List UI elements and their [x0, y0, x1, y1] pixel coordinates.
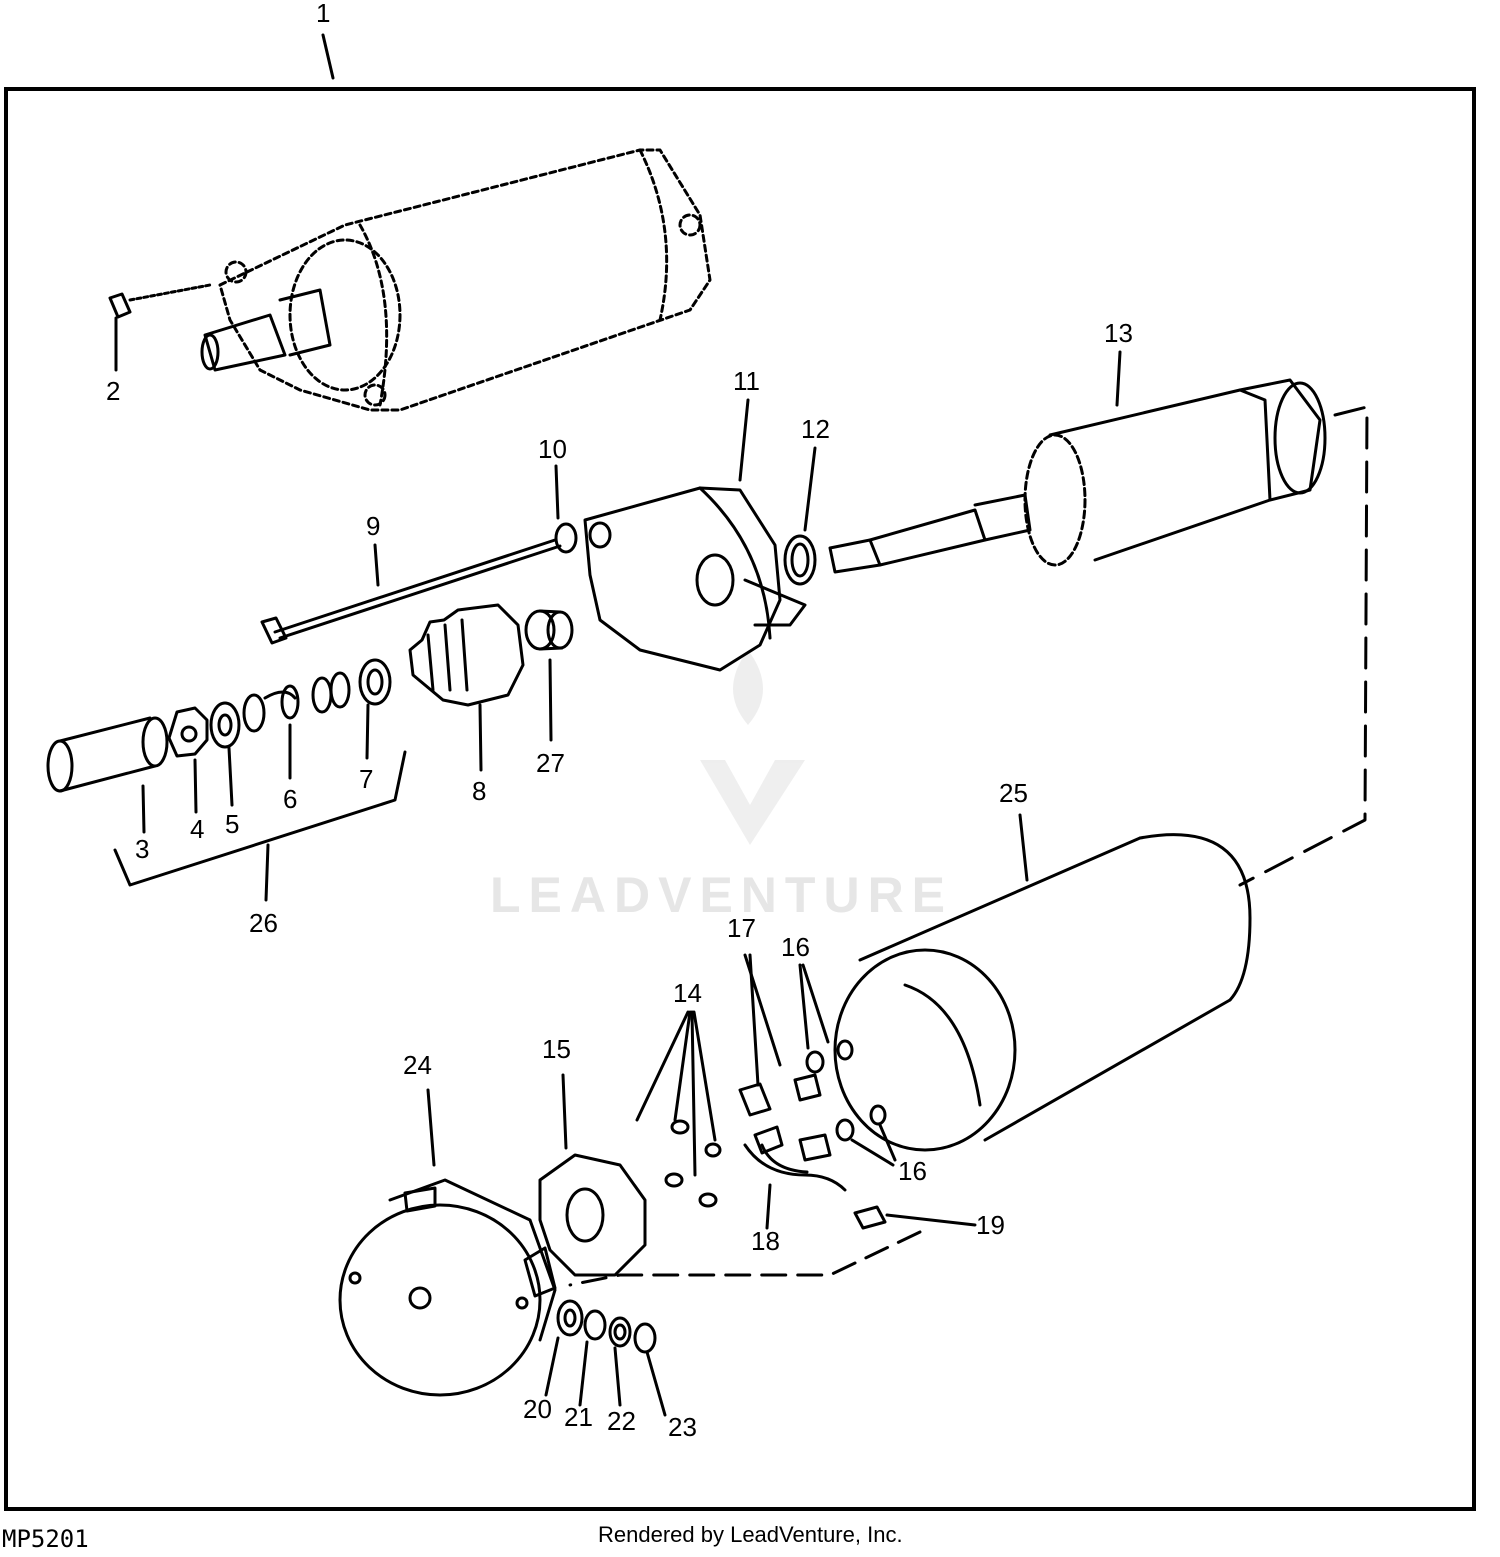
armature: [828, 350, 1327, 574]
assembled-starter: [218, 148, 712, 412]
callout-16-top: 16: [781, 932, 810, 962]
callout-9: 9: [366, 511, 380, 541]
callout-11: 11: [733, 366, 760, 396]
callout-25: 25: [999, 778, 1028, 808]
callout-24: 24: [403, 1050, 432, 1080]
callout-2: 2: [106, 376, 120, 406]
callout-18: 18: [751, 1226, 780, 1256]
callout-1: 1: [316, 0, 330, 28]
callout-7: 7: [359, 764, 373, 794]
callout-8: 8: [472, 776, 486, 806]
callout-12: 12: [801, 414, 830, 444]
callout-4: 4: [190, 814, 204, 844]
callout-16-bottom: 16: [898, 1156, 927, 1186]
watermark-text: LEADVENTURE: [490, 867, 953, 923]
bushing-27: [524, 609, 574, 742]
dashed-connector-right: [1238, 405, 1369, 887]
hardware-stack-20-23: [544, 1299, 667, 1417]
callout-5: 5: [225, 809, 239, 839]
nut-4: [167, 706, 209, 814]
callout-15: 15: [542, 1034, 571, 1064]
terminal-block-19: [853, 1205, 977, 1230]
callout-13: 13: [1104, 318, 1133, 348]
retaining-rings-6: [242, 671, 351, 780]
bracket-26: [113, 750, 407, 902]
o-ring-12: [783, 446, 817, 586]
washer-5: [209, 701, 241, 807]
drive-end-housing: [583, 398, 807, 672]
pinion-gear: [408, 603, 525, 772]
brush-assembly-18: [738, 953, 847, 1230]
collar-7: [358, 658, 392, 760]
cap-3: [46, 716, 169, 834]
callout-23: 23: [668, 1412, 697, 1442]
render-credit: Rendered by LeadVenture, Inc.: [598, 1522, 903, 1547]
field-frame-25: [833, 813, 1252, 1152]
callout-21: 21: [564, 1402, 593, 1432]
assembled-starter-shaft: [200, 288, 332, 372]
diagram-frame: [4, 87, 1476, 1511]
washer-10: [554, 464, 578, 554]
callout-20: 20: [523, 1394, 552, 1424]
callout-6: 6: [283, 784, 297, 814]
through-bolt: [260, 538, 562, 645]
watermark-logo-icon: [700, 650, 805, 845]
insulators-16: [798, 963, 897, 1167]
callout-22: 22: [607, 1406, 636, 1436]
brush-holder-15: [538, 1073, 647, 1277]
callout-3: 3: [135, 834, 149, 864]
callout-10: 10: [538, 434, 567, 464]
callout-27: 27: [536, 748, 565, 778]
callout-14: 14: [673, 978, 702, 1008]
mounting-bolt: [108, 283, 212, 372]
callout-19: 19: [976, 1210, 1005, 1240]
callout-17: 17: [727, 913, 756, 943]
assembly-leader: [321, 33, 335, 80]
dashed-connector-bottom: [568, 1230, 922, 1287]
callout-26: 26: [249, 908, 278, 938]
brush-springs-14: [635, 1010, 722, 1208]
diagram-code: MP5201: [2, 1525, 89, 1553]
commutator-end-cap: [338, 1088, 557, 1397]
